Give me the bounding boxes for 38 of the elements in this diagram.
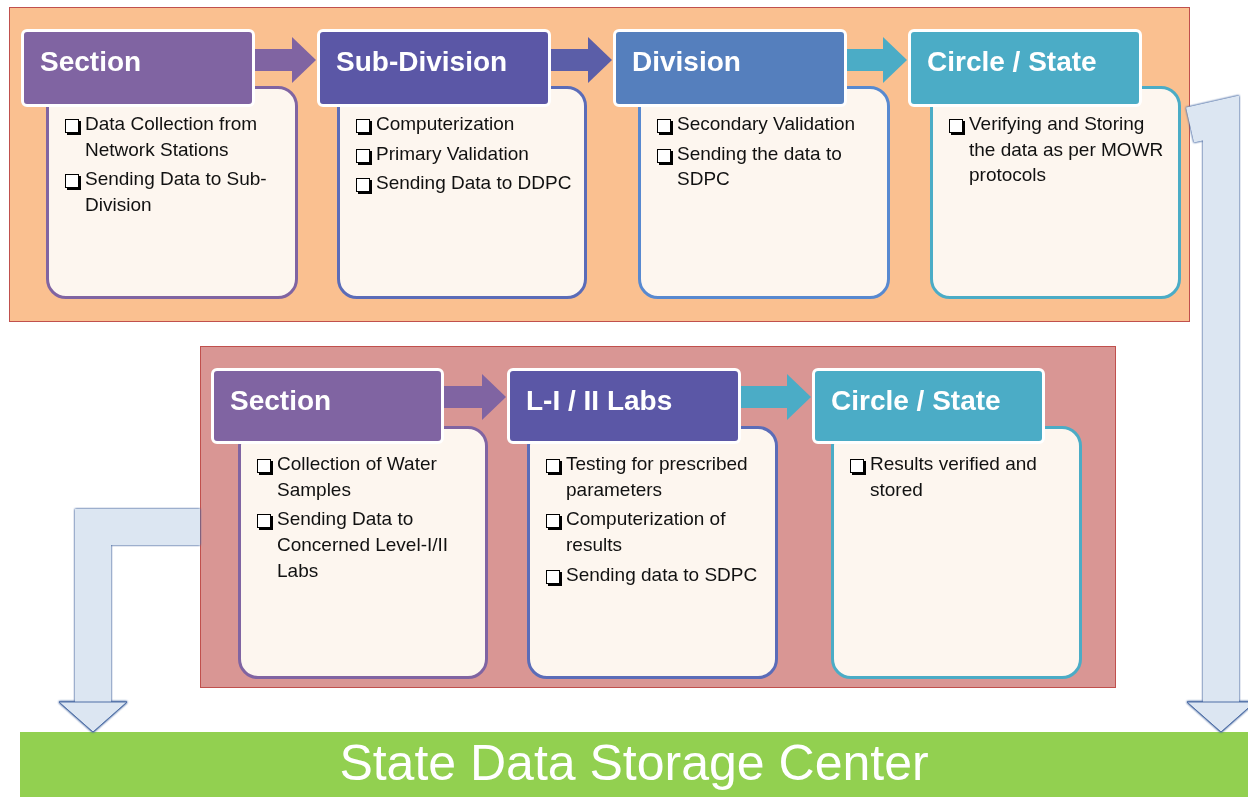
bullet-text: Primary Validation: [376, 141, 529, 166]
bullet-text: Computerization: [376, 112, 515, 136]
bullet-text: Testing for prescribed parameters: [566, 452, 749, 502]
chevron-arrow: [550, 37, 612, 83]
bullet-text: Verifying and Storing the data as per MOWR protocols: [969, 112, 1165, 188]
stage-card: [238, 426, 488, 679]
chevron-arrow: [740, 374, 811, 420]
chevron-arrow: [254, 37, 316, 83]
bullet-text: Sending Data to Sub-Division: [85, 167, 268, 217]
chevron-arrow: [846, 37, 907, 83]
block-arrow: [58, 509, 200, 733]
bullet-text: Computerization of results: [566, 507, 727, 557]
stage-card: [638, 86, 890, 299]
stage-header: Circle / State: [812, 368, 1045, 444]
stage-card: [337, 86, 587, 299]
bullet-text: Data Collection from Network Stations: [85, 112, 259, 162]
block-arrow: [1186, 95, 1248, 733]
stage-card: [46, 86, 298, 299]
stage-header: Division: [613, 29, 847, 107]
bullet-text: Sending Data to DDPC: [376, 171, 572, 196]
process-panel: [200, 346, 1116, 688]
bullet-text: Sending the data to SDPC: [677, 141, 843, 192]
bullet-text: Collection of Water Samples: [277, 452, 438, 502]
bullet-text: Sending data to SDPC: [566, 562, 758, 587]
stage-header: Sub-Division: [317, 29, 551, 107]
stage-card: [930, 86, 1181, 299]
stage-header: Section: [21, 29, 255, 107]
storage-center-banner: State Data Storage Center: [20, 732, 1248, 797]
stage-header: Circle / State: [908, 29, 1142, 107]
chevron-arrow: [443, 374, 506, 420]
stage-header: L-I / II Labs: [507, 368, 741, 444]
bullet-text: Sending Data to Concerned Level-I/II Labs: [277, 507, 450, 583]
stage-header: Section: [211, 368, 444, 444]
bullet-text: Results verified and stored: [870, 452, 1038, 502]
process-panel: [9, 7, 1190, 322]
stage-card: [527, 426, 778, 679]
stage-card: [831, 426, 1082, 679]
bullet-text: Secondary Validation: [677, 112, 856, 136]
